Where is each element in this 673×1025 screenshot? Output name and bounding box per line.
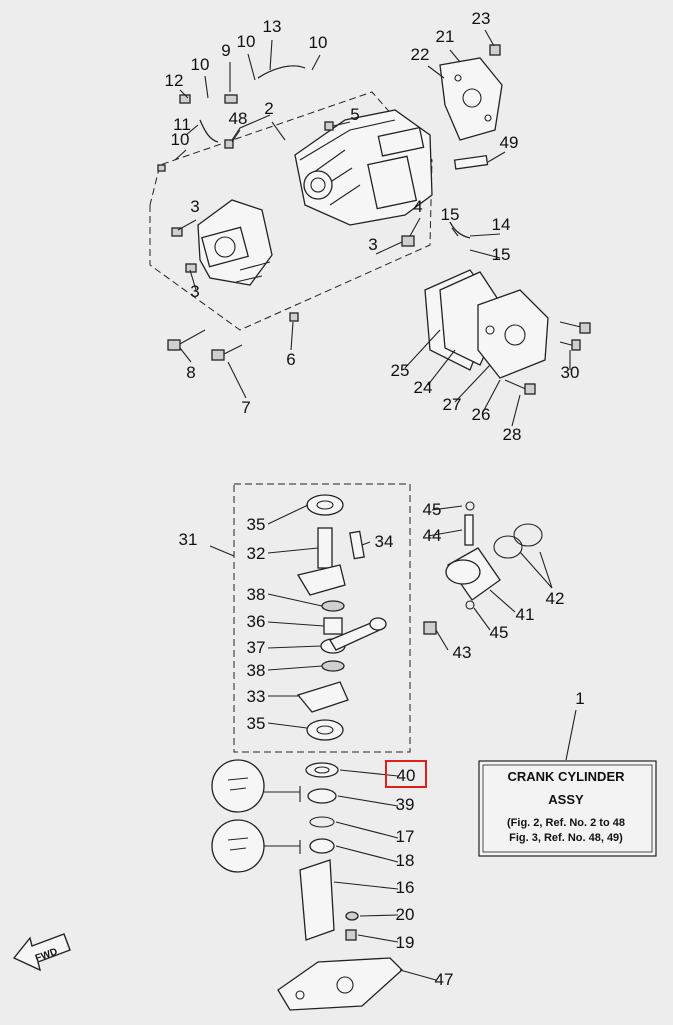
callout-9[interactable]: 9 [221, 41, 230, 60]
callout-35[interactable]: 35 [247, 714, 266, 733]
gasket-47 [277, 957, 403, 1011]
piston-ring-1 [493, 535, 523, 559]
callout-41[interactable]: 41 [516, 605, 535, 624]
callout-20[interactable]: 20 [396, 905, 415, 924]
callout-38[interactable]: 38 [247, 585, 266, 604]
callout-38[interactable]: 38 [247, 661, 266, 680]
callout-35[interactable]: 35 [247, 515, 266, 534]
callout-34[interactable]: 34 [375, 532, 394, 551]
crank-housing-16 [299, 859, 335, 941]
callout-42[interactable]: 42 [546, 589, 565, 608]
callout-31[interactable]: 31 [179, 530, 198, 549]
inset-detail-2 [211, 819, 265, 873]
legend-box: CRANK CYLINDER ASSY (Fig. 2, Ref. No. 2 … [478, 760, 657, 857]
callout-14[interactable]: 14 [492, 215, 511, 234]
callout-30[interactable]: 30 [561, 363, 580, 382]
callout-10[interactable]: 10 [309, 33, 328, 52]
callout-22[interactable]: 22 [411, 45, 430, 64]
callout-17[interactable]: 17 [396, 827, 415, 846]
callout-27[interactable]: 27 [443, 395, 462, 414]
legend-note-line2: Fig. 3, Ref. No. 48, 49) [509, 832, 623, 844]
callout-6[interactable]: 6 [286, 350, 295, 369]
callout-49[interactable]: 49 [500, 133, 519, 152]
callout-23[interactable]: 23 [472, 9, 491, 28]
upper-assembly [149, 29, 591, 427]
callout-15[interactable]: 15 [441, 205, 460, 224]
callout-10[interactable]: 10 [171, 130, 190, 149]
inset-detail-1 [211, 759, 265, 813]
highlight-callout-40[interactable]: 40 [385, 760, 427, 788]
cylinder-head-cover [439, 57, 503, 141]
callout-11[interactable]: 11 [173, 115, 191, 134]
callout-2[interactable]: 2 [264, 99, 273, 118]
callout-3[interactable]: 3 [190, 197, 199, 216]
callout-36[interactable]: 36 [247, 612, 266, 631]
callout-10[interactable]: 10 [191, 55, 210, 74]
callout-3[interactable]: 3 [190, 282, 199, 301]
lower-assembly [209, 483, 577, 1011]
group-outline-upper [149, 91, 433, 331]
callout-24[interactable]: 24 [414, 378, 433, 397]
callout-26[interactable]: 26 [472, 405, 491, 424]
piston-ring-2 [513, 523, 543, 547]
callout-40[interactable]: 40 [397, 766, 416, 785]
exhaust-cover [477, 289, 549, 379]
crank-web-upper [296, 564, 346, 596]
legend-note-line1: (Fig. 2, Ref. No. 2 to 48 [507, 817, 625, 829]
callout-18[interactable]: 18 [396, 851, 415, 870]
callout-33[interactable]: 33 [247, 687, 266, 706]
callout-13[interactable]: 13 [263, 17, 282, 36]
legend-title-line2: ASSY [548, 792, 584, 807]
callout-15[interactable]: 15 [492, 245, 511, 264]
callout-7[interactable]: 7 [241, 398, 250, 417]
callout-8[interactable]: 8 [186, 363, 195, 382]
callout-43[interactable]: 43 [453, 643, 472, 662]
callout-44[interactable]: 44 [423, 526, 442, 545]
callout-21[interactable]: 21 [436, 27, 455, 46]
bearing-bottom [306, 719, 344, 741]
spark-plug [453, 154, 489, 170]
callout-45[interactable]: 45 [423, 500, 442, 519]
callout-10[interactable]: 10 [237, 32, 256, 51]
callout-19[interactable]: 19 [396, 933, 415, 952]
callout-28[interactable]: 28 [503, 425, 522, 444]
callout-25[interactable]: 25 [391, 361, 410, 380]
callout-32[interactable]: 32 [247, 544, 266, 563]
callout-1[interactable]: 1 [575, 689, 584, 708]
callout-5[interactable]: 5 [350, 105, 359, 124]
callout-4[interactable]: 4 [413, 197, 422, 216]
callout-48[interactable]: 48 [229, 109, 248, 128]
bearing-top [306, 494, 344, 516]
callout-45[interactable]: 45 [490, 623, 509, 642]
fwd-arrow-icon: FWD [12, 933, 71, 972]
callout-47[interactable]: 47 [435, 970, 454, 989]
callout-37[interactable]: 37 [247, 638, 266, 657]
callout-3[interactable]: 3 [368, 235, 377, 254]
crank-web-lower [296, 681, 349, 713]
group-outline-31 [233, 483, 411, 753]
leader-to-legend [565, 709, 577, 761]
callout-16[interactable]: 16 [396, 878, 415, 897]
oil-seal-40 [305, 762, 339, 778]
callout-39[interactable]: 39 [396, 795, 415, 814]
legend-title-line1: CRANK CYLINDER [508, 769, 626, 784]
crankshaft-upper [317, 527, 333, 569]
callout-12[interactable]: 12 [165, 71, 184, 90]
